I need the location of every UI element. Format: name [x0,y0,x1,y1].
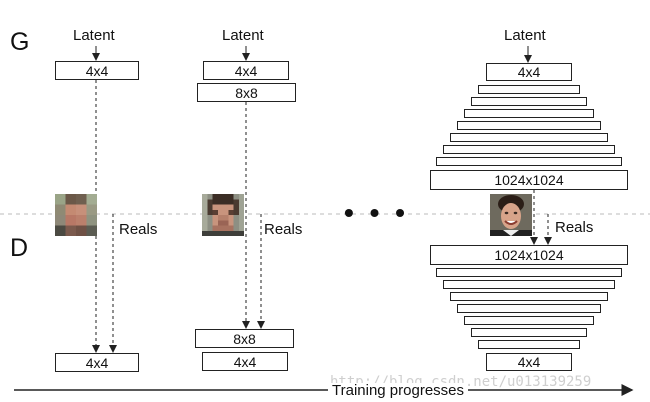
d-block-4x4-col2: 4x4 [202,352,288,371]
real-face-8x8-image [202,194,244,236]
d-layer-bar [457,304,601,313]
d-block-4x4-col3: 4x4 [486,353,572,371]
g-block-4x4-col2: 4x4 [203,61,289,80]
training-progresses-label: Training progresses [328,383,469,398]
latent-label-2: Latent [222,27,264,44]
reals-label-1: Reals [119,221,158,238]
d-block-1024-col3: 1024x1024 [430,245,628,265]
g-layer-bar [478,85,580,94]
real-face-4x4-image [55,194,97,236]
g-layer-bar [450,133,608,142]
d-layer-bar [464,316,594,325]
latent-label-1: Latent [73,27,115,44]
real-face-1024-image [490,194,532,236]
reals-label-2: Reals [264,221,303,238]
d-layer-bar [478,340,580,349]
g-layer-bar [471,97,587,106]
d-layer-bar [450,292,608,301]
reals-label-3: Reals [555,219,594,236]
g-layer-bar [464,109,594,118]
g-block-4x4-col1: 4x4 [55,61,139,80]
discriminator-label: D [10,234,29,262]
progression-ellipsis: • • • [344,197,409,228]
latent-label-3: Latent [504,27,546,44]
d-layer-bar [471,328,587,337]
d-block-4x4-col1: 4x4 [55,353,139,372]
g-layer-bar [457,121,601,130]
d-layer-bar [443,280,615,289]
g-block-8x8-col2: 8x8 [197,83,296,102]
g-layer-bar [443,145,615,154]
g-block-1024-col3: 1024x1024 [430,170,628,190]
g-layer-bar [436,157,622,166]
d-block-8x8-col2: 8x8 [195,329,294,348]
d-layer-bar [436,268,622,277]
generator-label: G [10,28,30,56]
g-block-4x4-col3: 4x4 [486,63,572,81]
